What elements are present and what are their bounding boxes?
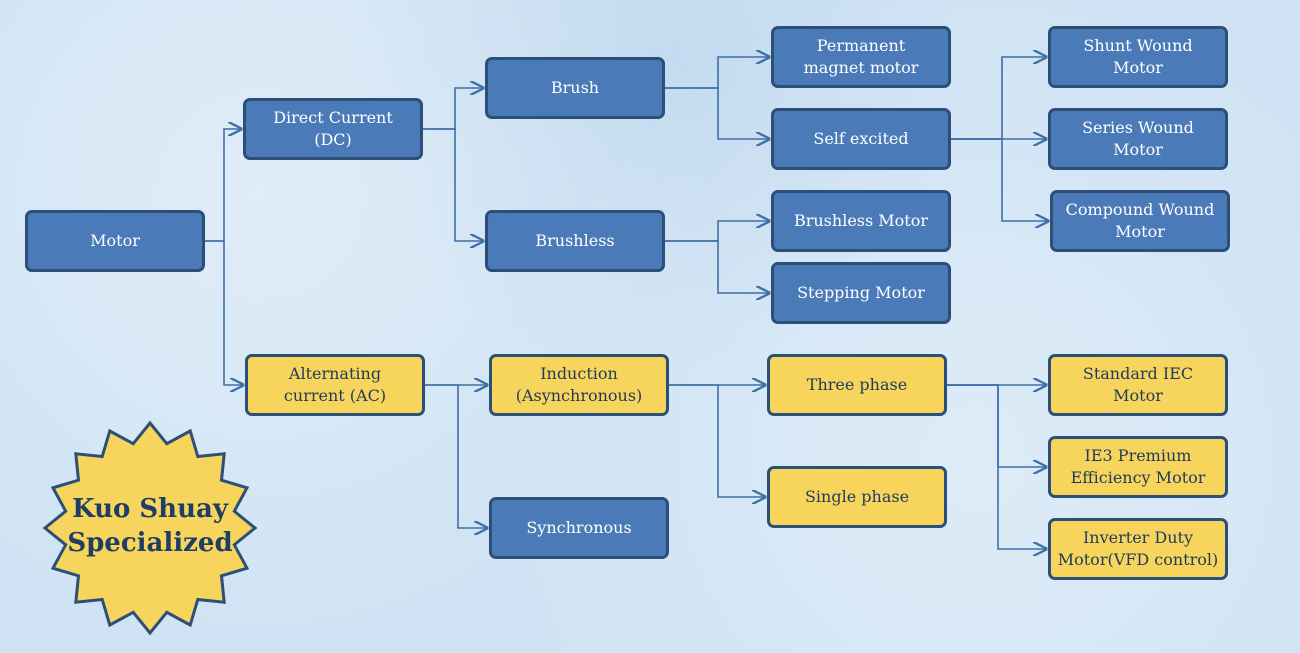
node-single-phase: Single phase xyxy=(767,466,947,528)
connector-three-phase-to-ie3 xyxy=(947,384,1046,467)
node-synchronous: Synchronous xyxy=(489,497,669,559)
node-series: Series Wound Motor xyxy=(1048,108,1228,170)
node-iec: Standard IEC Motor xyxy=(1048,354,1228,416)
connector-brushless-to-brushless-motor xyxy=(665,221,769,242)
connector-motor-to-dc xyxy=(205,129,241,242)
node-label: Compound Wound Motor xyxy=(1065,200,1215,241)
connector-motor-to-ac xyxy=(205,240,243,385)
connector-dc-to-brushless xyxy=(423,128,483,241)
node-motor: Motor xyxy=(25,210,205,272)
node-label: Three phase xyxy=(806,375,908,394)
node-label: Stepping Motor xyxy=(797,283,925,302)
node-label: Shunt Wound Motor xyxy=(1083,36,1193,77)
connector-brush-to-permanent xyxy=(665,57,769,89)
badge-text: Kuo Shuay Specialized xyxy=(67,494,233,558)
connector-dc-to-brush xyxy=(423,88,483,130)
connector-ac-to-synchronous xyxy=(425,384,487,528)
node-label: Self excited xyxy=(813,129,909,148)
node-induction: Induction (Asynchronous) xyxy=(489,354,669,416)
node-three-phase: Three phase xyxy=(767,354,947,416)
node-label: Single phase xyxy=(804,487,910,506)
node-label: Direct Current (DC) xyxy=(273,108,393,149)
node-permanent: Permanent magnet motor xyxy=(771,26,951,88)
connector-self-excited-to-compound xyxy=(951,138,1048,221)
connector-three-phase-to-inverter xyxy=(947,384,1046,549)
node-label: IE3 Premium Efficiency Motor xyxy=(1070,446,1206,487)
node-dc: Direct Current (DC) xyxy=(243,98,423,160)
node-ac: Alternating current (AC) xyxy=(245,354,425,416)
node-brush: Brush xyxy=(485,57,665,119)
node-label: Induction (Asynchronous) xyxy=(515,364,643,405)
node-stepping: Stepping Motor xyxy=(771,262,951,324)
node-ie3: IE3 Premium Efficiency Motor xyxy=(1048,436,1228,498)
node-label: Brushless Motor xyxy=(793,211,929,230)
node-label: Brush xyxy=(550,78,600,97)
node-inverter: Inverter Duty Motor(VFD control) xyxy=(1048,518,1228,580)
node-label: Series Wound Motor xyxy=(1082,118,1194,159)
node-label: Permanent magnet motor xyxy=(803,36,919,77)
connector-brushless-to-stepping xyxy=(665,240,769,293)
node-label: Inverter Duty Motor(VFD control) xyxy=(1057,528,1219,569)
node-compound: Compound Wound Motor xyxy=(1050,190,1230,252)
connector-brush-to-self-excited xyxy=(665,87,769,139)
node-brushless: Brushless xyxy=(485,210,665,272)
badge-star-shape xyxy=(42,420,258,636)
node-label: Synchronous xyxy=(526,518,632,537)
connector-induction-to-single-phase xyxy=(669,384,765,497)
node-shunt: Shunt Wound Motor xyxy=(1048,26,1228,88)
connector-self-excited-to-shunt xyxy=(951,57,1046,140)
node-self-excited: Self excited xyxy=(771,108,951,170)
node-label: Alternating current (AC) xyxy=(283,364,387,405)
node-label: Brushless xyxy=(535,231,615,250)
node-brushless-motor: Brushless Motor xyxy=(771,190,951,252)
node-label: Motor xyxy=(90,231,140,250)
node-label: Standard IEC Motor xyxy=(1082,364,1194,405)
